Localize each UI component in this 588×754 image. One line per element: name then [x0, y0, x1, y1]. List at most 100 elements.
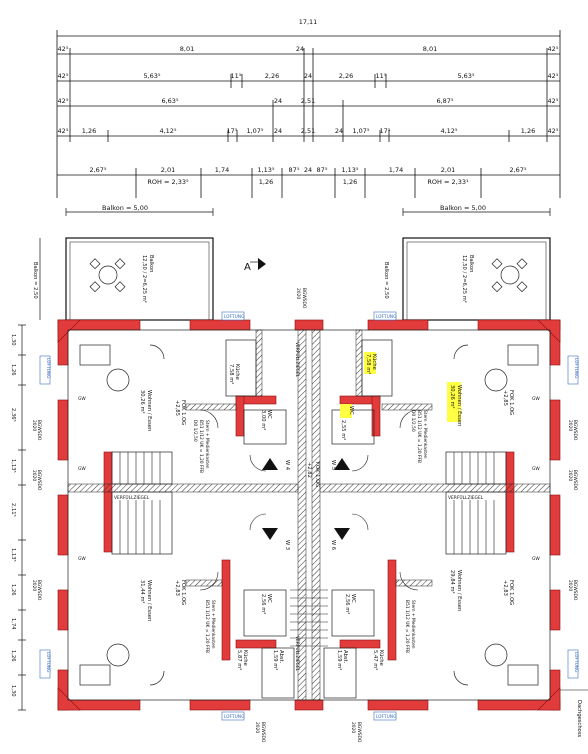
dim-label: 2,36⁵ [10, 408, 16, 422]
fok-label: FOK 1.OG [508, 390, 514, 415]
window-tag-code: 2020 [31, 580, 37, 591]
dim-row-4: 42⁵ 1,26 4,12⁵ 17⁵ 1,07⁵ 24 2,51 24 1,07… [58, 127, 559, 135]
gw-tag: GW [532, 556, 540, 562]
room-label-wc: WC [266, 594, 272, 603]
room-label-wc: WC [266, 410, 272, 419]
window-tag-code: 2020 [350, 722, 356, 733]
dim-label: 1,30 [10, 685, 16, 697]
stem-code: B51 1/12 UK = 1,20 FFB [404, 600, 410, 653]
gw-tag: GW [78, 396, 86, 402]
stem-label: Stem + Medienkasten [410, 600, 416, 649]
dim-label: 87⁵ [289, 166, 300, 174]
dim-label: 2,67⁵ [89, 166, 106, 174]
dim-row-3: 42⁵ 6,63⁵ 24 2,51 6,87⁵ 42⁵ [58, 97, 559, 105]
section-marker: A [244, 258, 266, 273]
room-area: 30,26 m² [449, 385, 455, 409]
dim-label: 42⁵ [58, 72, 69, 80]
stem-label: Stem + Medienkasten [210, 600, 216, 649]
dim-label: 2,51 [301, 127, 315, 135]
window-tag: BGWSDO [36, 580, 42, 601]
room-label-kueche: Küche [234, 364, 240, 380]
dim-label: 1,07⁵ [352, 127, 369, 135]
room-label-w6: W 6 [330, 540, 336, 550]
room-area: 1,59 m² [272, 650, 278, 670]
fok-level: +2,83 [502, 580, 508, 596]
room-label-w5: W 5 [330, 460, 336, 470]
dim-label: 42⁵ [58, 45, 69, 53]
stem-code: D0 1/2,50 [192, 420, 198, 442]
dim-label: 2,26 [265, 72, 279, 80]
stem-code: D0 1/2,50 [410, 410, 416, 432]
left-vertical-dims [18, 324, 26, 711]
dim-label: 1,26 [521, 127, 535, 135]
fill-brick-label: VERFÜLLZIEGEL [114, 494, 150, 501]
stem-code: B51 1/12 UK = 1,20 FFB [204, 600, 210, 653]
balcony-right: Balkon = 5,00 Balkon 12,50 / 2=6,25 m² B… [383, 204, 551, 321]
dim-label: 11⁵ [376, 72, 387, 80]
dim-label: 1,26 [259, 178, 273, 186]
gw-tag: GW [78, 466, 86, 472]
dim-label: ROH = 2,33¹ [427, 178, 469, 186]
room-label-wohnen: Wohnen / Essen [146, 390, 152, 431]
dim-label: 42⁵ [548, 45, 559, 53]
dim-label: 24 [296, 45, 304, 53]
room-area: 31,44 m² [139, 580, 145, 604]
room-label-wohnen: Wohnen / Essen [146, 580, 152, 621]
gw-tag: GW [532, 466, 540, 472]
balcony-width-label: Balkon = 5,00 [440, 204, 486, 212]
dim-label: 1,07⁵ [246, 127, 263, 135]
dim-label: 6,87⁵ [436, 97, 453, 105]
dim-label: 2,01 [161, 166, 175, 174]
room-area: 30,26 m² [139, 390, 145, 414]
balcony-name: Balkon [148, 255, 154, 272]
gw-labels: GW GW GW GW GW GW [78, 396, 540, 562]
dim-label: 1,26 [82, 127, 96, 135]
room-labels-left: Küche 7,58 m² Wohnen / Essen 30,26 m² FO… [139, 364, 284, 670]
stem-code: B51 1/12 UK = 1,20 FFB [416, 410, 422, 463]
window-tag: BGWSDO [356, 722, 362, 743]
room-area: 7,58 m² [228, 364, 234, 384]
dim-label: 1,30 [10, 334, 16, 346]
stem-label: Stem + Medienkasten [204, 420, 210, 469]
lueftung-label: LÜFTUNG [224, 313, 245, 320]
room-label-wc: WC [348, 406, 354, 415]
dim-label: 42⁵ [548, 72, 559, 80]
dim-row-2: 42⁵ 5,63⁵ 11⁵ 2,26 24 2,26 11⁵ 5,63⁵ 42⁵ [58, 72, 559, 80]
balcony-area: 12,50 / 2=6,25 m² [141, 255, 147, 303]
lueftung-label: LÜFTUNG [573, 652, 580, 673]
dim-label: 1,26 [10, 650, 16, 662]
lueftung-label: LÜFTUNG [45, 652, 52, 673]
verfuellziegel-labels: VERFÜLLZIEGEL VERFÜLLZIEGEL VERFÜLLZIEGE… [114, 342, 484, 672]
dim-row-5: 2,67⁵ 2,01 1,74 1,13⁵ 87⁵ 24 87⁵ 1,13⁵ 1… [89, 166, 526, 186]
room-area: 2,56 m² [260, 594, 266, 614]
gw-tag: GW [78, 556, 86, 562]
dim-label: 42⁵ [548, 97, 559, 105]
window-tag: BGWSDO [36, 470, 42, 491]
fill-brick-label: VERFÜLLZIEGEL [294, 342, 301, 378]
fok-level: +2,85 [502, 390, 508, 406]
room-label-abst: Abst. [342, 650, 348, 664]
room-area: 29,84 m² [449, 570, 455, 594]
window-tag-code: 2020 [295, 288, 301, 299]
window-tag-code: 2020 [567, 580, 573, 591]
balcony-depth-label: Balkon = 2,50 [32, 262, 38, 299]
dim-label: 1,74 [215, 166, 229, 174]
dim-label: 8,01 [423, 45, 437, 53]
room-label-wohnen: Wohnen / Essen [456, 385, 462, 426]
door-swings [199, 409, 419, 591]
window-tag-code: 2020 [31, 470, 37, 481]
overall-width-label: 17,11 [299, 18, 318, 26]
dim-label: 1,26 [10, 364, 16, 376]
dim-label: 5,63⁵ [143, 72, 160, 80]
balcony-name: Balkon [468, 255, 474, 272]
dim-label: 17⁵ [227, 127, 238, 135]
dim-label: 8,01 [180, 45, 194, 53]
title-block: Dachgeschoss [560, 689, 588, 738]
dim-label: 2,26 [339, 72, 353, 80]
room-label-kueche: Küche [371, 354, 377, 370]
fok-level: +2,83 [174, 580, 180, 596]
window-tags: BGWSDO 2020 BGWSDO 2020 BGWSDO 2020 BGWS… [31, 288, 578, 743]
fill-brick-label: VERFÜLLZIEGEL [448, 494, 484, 501]
dim-label: 24 [274, 127, 282, 135]
